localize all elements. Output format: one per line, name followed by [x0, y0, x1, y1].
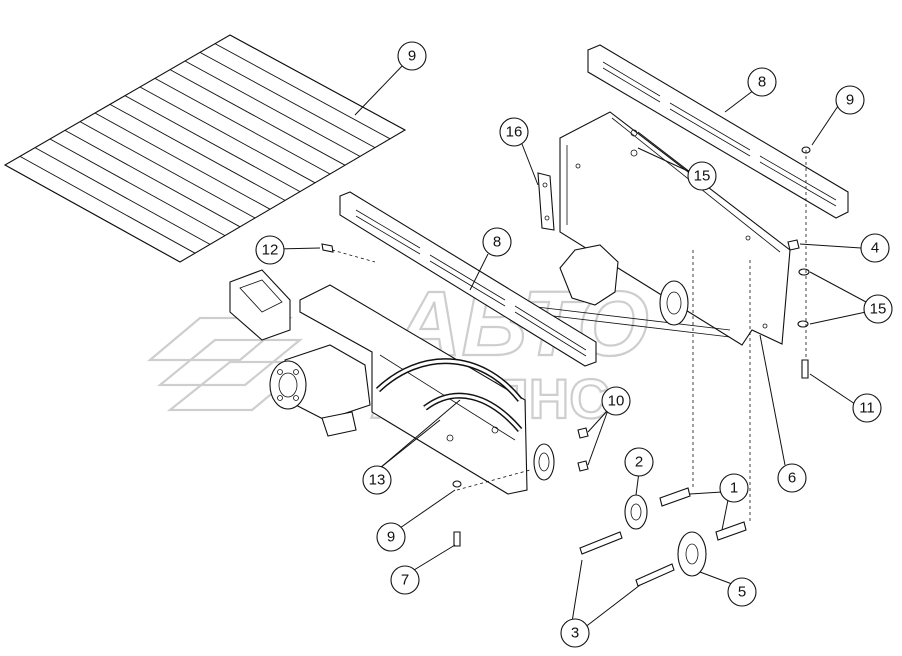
- callout-c1: 1: [719, 473, 749, 503]
- slat-line: [154, 77, 331, 175]
- slat-line: [49, 138, 226, 236]
- callout-c15b: 15: [863, 294, 893, 324]
- callout-label: 6: [788, 470, 796, 487]
- callout-label: 7: [401, 572, 409, 589]
- slat-line: [124, 95, 301, 192]
- callout-c10: 10: [601, 386, 631, 416]
- callout-c7: 7: [390, 565, 420, 595]
- strap-part: [537, 172, 555, 231]
- callout-label: 2: [635, 454, 643, 471]
- slat-line: [199, 51, 376, 148]
- slat-line: [184, 60, 361, 157]
- callout-label: 13: [369, 472, 386, 489]
- callout-c6: 6: [777, 463, 807, 493]
- hydraulic-motor-part: [269, 344, 371, 437]
- callout-label: 12: [262, 242, 279, 259]
- callout-label: 8: [493, 234, 501, 251]
- callout-c8b: 8: [747, 67, 777, 97]
- callout-c5: 5: [727, 577, 757, 607]
- callout-label: 1: [730, 480, 738, 497]
- slat-line: [79, 121, 256, 219]
- callout-c9b: 9: [835, 85, 865, 115]
- callout-label: 5: [738, 584, 746, 601]
- callout-c16: 16: [499, 117, 529, 147]
- callout-c13: 9: [397, 41, 427, 71]
- slat-mat-part: [3, 34, 407, 263]
- slat-line: [214, 43, 391, 140]
- hose-part: [375, 358, 523, 432]
- slat-line: [64, 129, 241, 228]
- callout-label: 10: [608, 393, 625, 410]
- callout-label: 11: [859, 400, 875, 417]
- callout-c2: 2: [624, 447, 654, 477]
- slat-line: [139, 86, 316, 184]
- sprocket-shaft-part: [519, 244, 731, 338]
- callout-label: 15: [694, 168, 711, 185]
- slat-line: [94, 112, 271, 210]
- callout-label: 3: [571, 625, 579, 642]
- callout-label: 15: [870, 301, 887, 318]
- callout-c4: 4: [860, 233, 890, 263]
- callout-label: 9: [846, 92, 854, 109]
- callout-label: 9: [387, 529, 395, 546]
- callout-label: 8: [758, 74, 766, 91]
- slat-line: [109, 103, 286, 201]
- slat-line: [229, 34, 406, 131]
- slat-line: [34, 147, 211, 245]
- callout-label: 9: [408, 48, 416, 65]
- callout-c12: 12: [255, 235, 285, 265]
- slat-line: [169, 69, 346, 166]
- slat-line: [4, 164, 181, 263]
- handle-part: [229, 269, 291, 341]
- fastener-parts: [321, 146, 811, 587]
- callout-c8a: 8: [482, 227, 512, 257]
- callout-label: 16: [506, 124, 523, 141]
- front-roller-part: [533, 443, 555, 481]
- front-rail-part: [339, 191, 597, 367]
- rear-rail-part: [587, 44, 849, 219]
- callout-c15a: 15: [687, 161, 717, 191]
- callout-c14: 13: [362, 465, 392, 495]
- callout-c11: 11: [852, 393, 882, 423]
- callout-c3: 3: [560, 618, 590, 648]
- callout-c9a: 9: [376, 522, 406, 552]
- slat-line: [19, 155, 196, 254]
- callout-label: 4: [871, 240, 879, 257]
